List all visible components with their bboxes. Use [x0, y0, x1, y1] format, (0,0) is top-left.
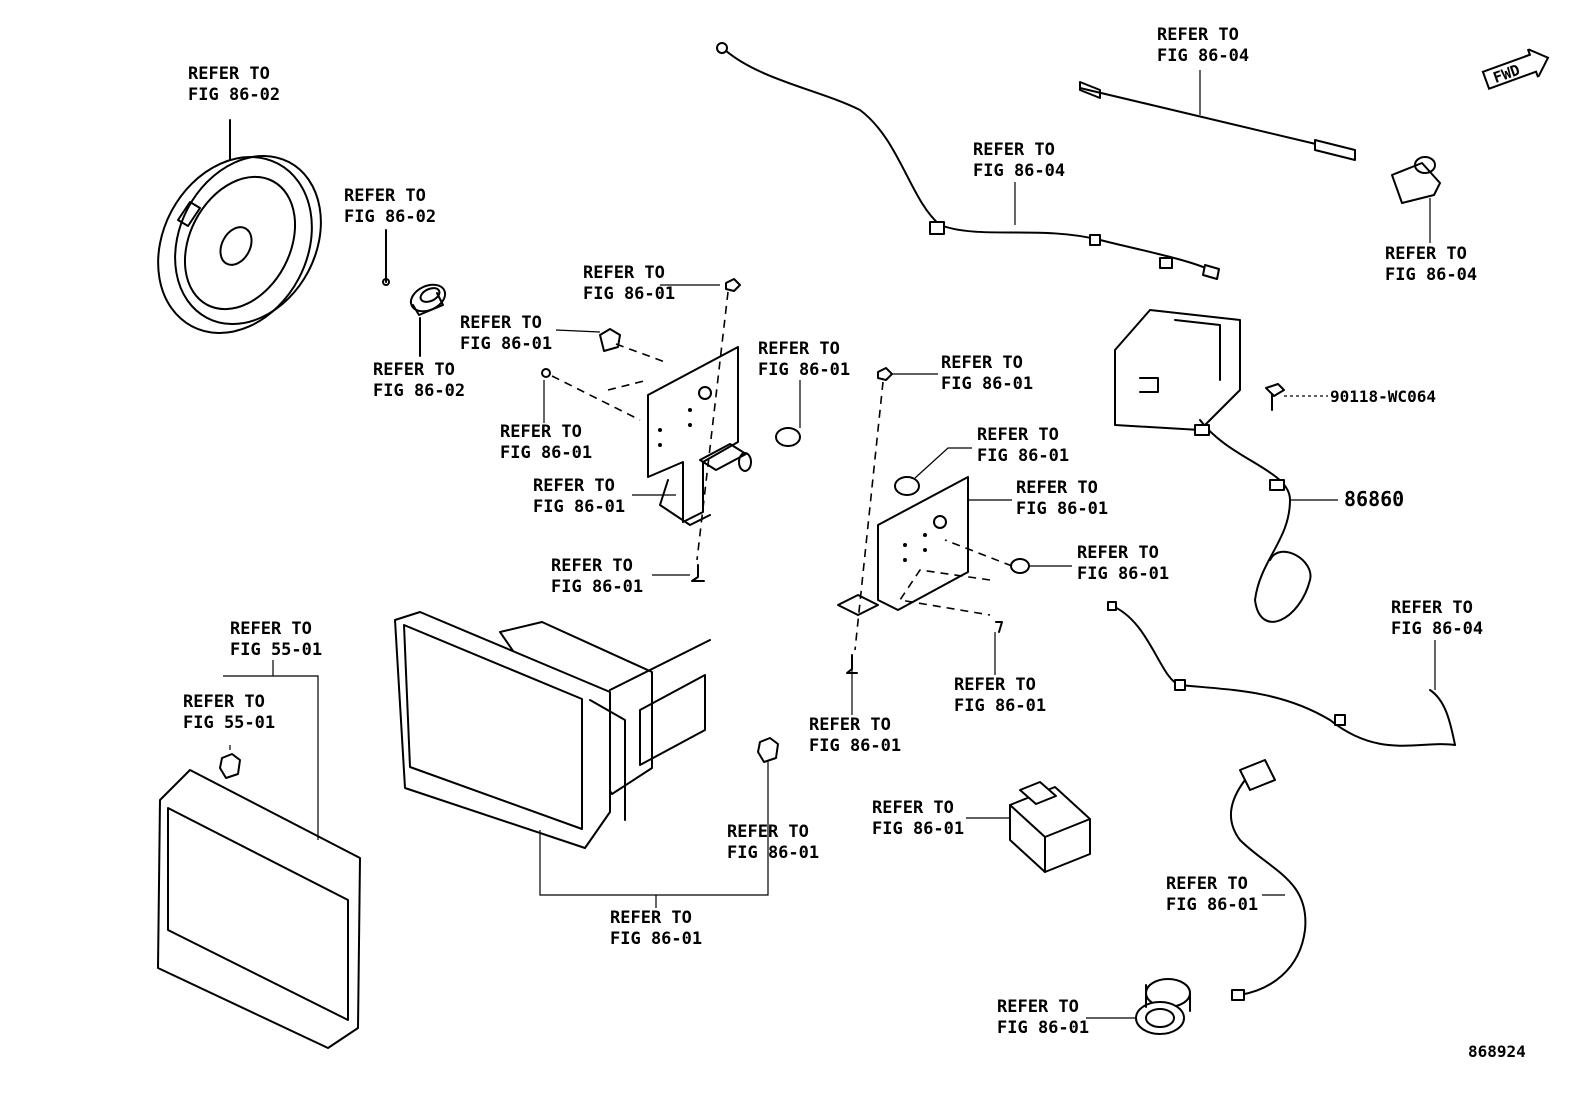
- display-panel-icon: [157, 660, 361, 1049]
- rod-antenna-icon: [1079, 70, 1356, 161]
- module-86860-icon: [1114, 309, 1338, 623]
- part-number-90118[interactable]: 90118-WC064: [1330, 387, 1436, 406]
- diagram-id: 868924: [1468, 1042, 1526, 1061]
- switch-icon: [966, 781, 1091, 873]
- speaker-icon: [157, 119, 322, 334]
- socket-harness-icon: [1229, 759, 1307, 1001]
- part-number-86860[interactable]: 86860: [1344, 487, 1405, 511]
- fwd-text: FWD: [1491, 61, 1523, 87]
- tweeter-icon: [382, 229, 447, 357]
- antenna-base-icon: [1391, 156, 1441, 243]
- head-unit-icon: [394, 611, 779, 908]
- power-socket-icon: [1086, 978, 1191, 1035]
- left-bracket-icon: [541, 278, 801, 582]
- lower-harness-icon: [1107, 601, 1456, 747]
- forward-arrow-icon: FWD: [1479, 43, 1555, 95]
- antenna-cable-icon: [716, 42, 1220, 280]
- right-bracket-icon: [837, 367, 1072, 715]
